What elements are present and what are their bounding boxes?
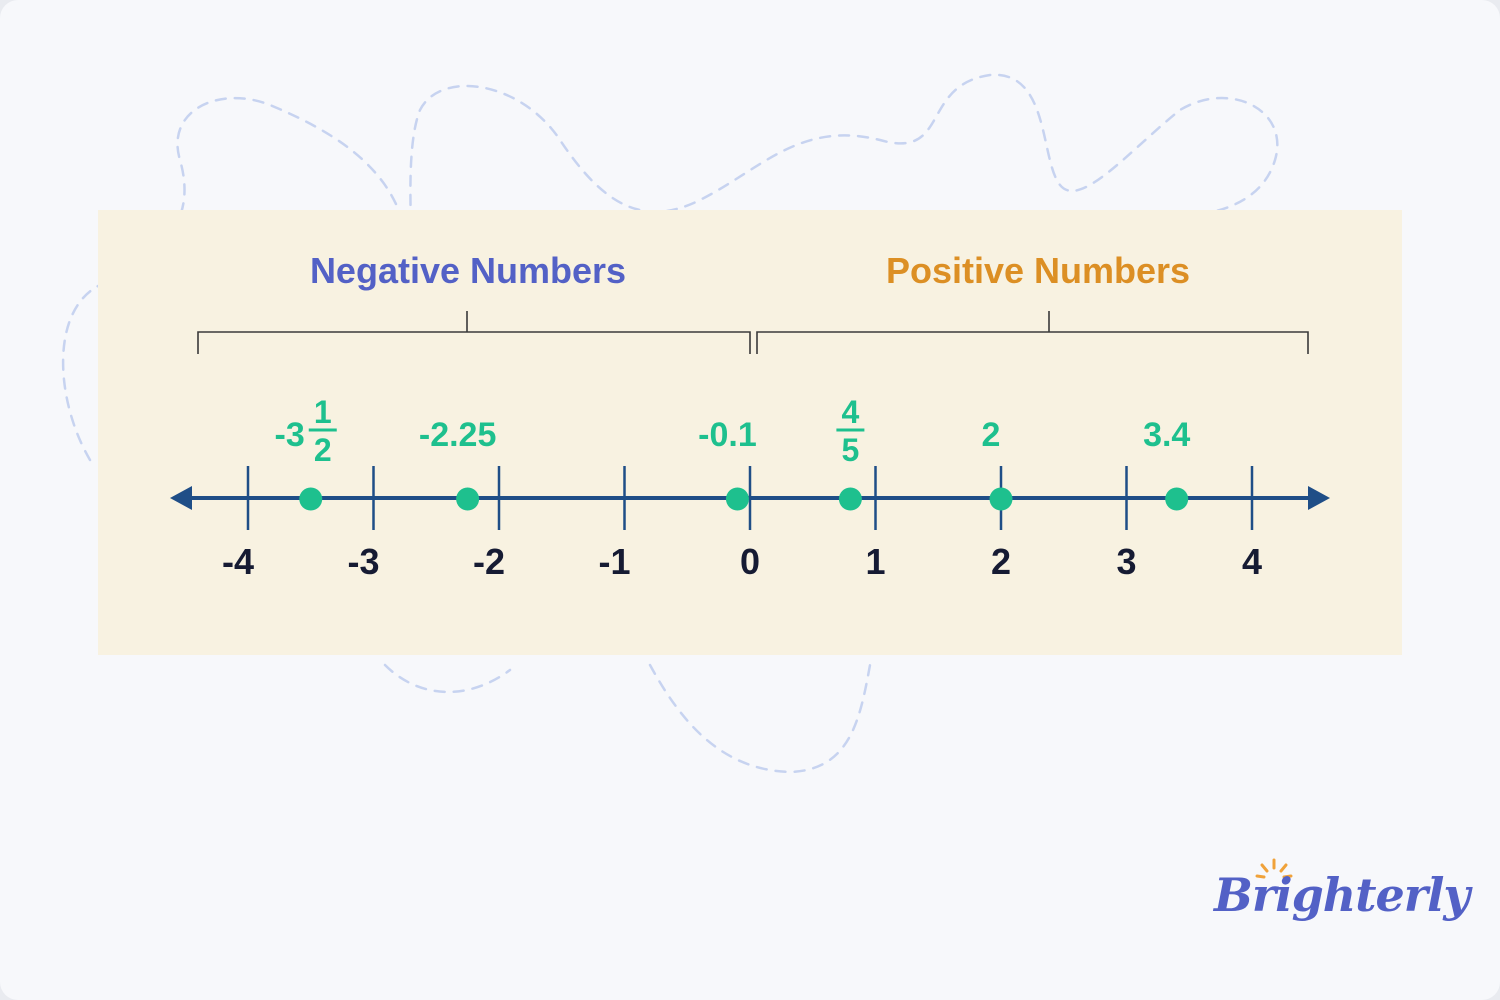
swirl-path-lower (383, 663, 872, 774)
left-arrow-icon (170, 486, 192, 510)
tick-label: -3 (347, 541, 379, 582)
positive-bracket (756, 311, 1309, 354)
tick-label: 0 (740, 541, 760, 582)
number-line-panel (98, 210, 1402, 655)
point-marker (456, 487, 480, 511)
points (299, 487, 1189, 511)
point-label-numerator: 1 (314, 394, 332, 430)
point-marker (989, 487, 1013, 511)
logo-text: Brighterly (1214, 868, 1470, 922)
negative-numbers-heading: Negative Numbers (309, 250, 627, 291)
tick-label: 3 (1116, 541, 1136, 582)
sun-icon (1255, 858, 1293, 879)
brackets (197, 311, 1309, 354)
positive-numbers-heading: Positive Numbers (885, 250, 1191, 291)
point-label-denominator: 2 (314, 432, 332, 468)
right-arrow-icon (1308, 486, 1330, 510)
point-label: -2.25 (419, 416, 497, 454)
point-marker (1165, 487, 1189, 511)
tick-labels: -4 -3 -2 -1 0 1 2 3 4 (222, 541, 1262, 582)
point-label: 3.4 (1143, 416, 1190, 454)
tick-label: -4 (222, 541, 254, 582)
brighterly-logo: Brighterly (1214, 856, 1470, 946)
point-label-denominator: 5 (842, 432, 860, 468)
tick-label: 4 (1242, 541, 1262, 582)
tick-label: 2 (991, 541, 1011, 582)
negative-bracket (197, 311, 751, 354)
point-marker (838, 487, 862, 511)
tick-label: -2 (473, 541, 505, 582)
point-marker (299, 487, 323, 511)
point-marker (725, 487, 749, 511)
point-label-whole: -3 (275, 416, 305, 454)
ticks (246, 466, 1254, 530)
tick-label: 1 (865, 541, 885, 582)
point-label: 2 (982, 416, 1001, 454)
point-label-numerator: 4 (842, 394, 860, 430)
tick-label: -1 (598, 541, 630, 582)
point-label: -0.1 (698, 416, 757, 454)
swirl-path (61, 73, 1279, 462)
